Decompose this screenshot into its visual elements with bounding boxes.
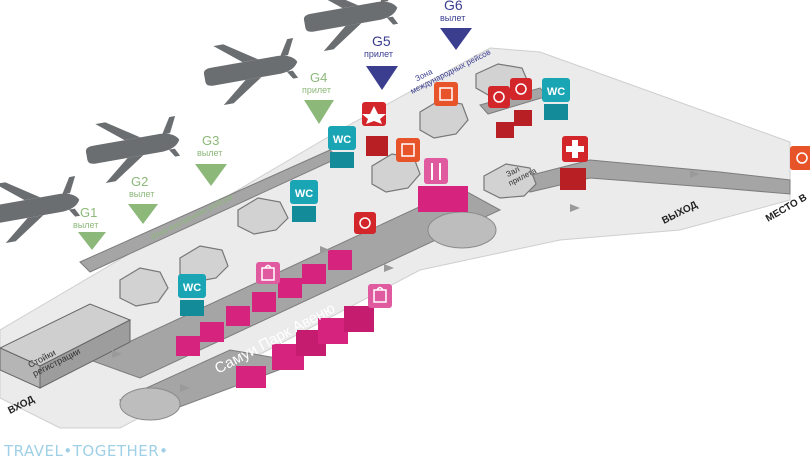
roundabout bbox=[119, 387, 181, 421]
gate-g5: G5 прилет bbox=[364, 33, 398, 90]
arrow-down-icon bbox=[440, 28, 472, 50]
security-icon bbox=[510, 78, 532, 126]
gate-code: G4 bbox=[310, 70, 327, 85]
arrow-right-icon bbox=[112, 350, 122, 358]
arrow-right-icon bbox=[320, 246, 330, 254]
wc-icon: WC bbox=[178, 274, 206, 316]
arrow-down-icon bbox=[128, 204, 158, 224]
airplane-icon bbox=[0, 170, 85, 246]
gate-labels-international: G5 прилет G6 вылет bbox=[364, 0, 472, 90]
svg-text:WC: WC bbox=[547, 86, 565, 98]
gate-lounge bbox=[371, 153, 421, 193]
gate-type: вылет bbox=[197, 148, 222, 158]
gate-code: G6 bbox=[444, 0, 463, 13]
service-icon bbox=[790, 146, 810, 170]
gate-g2: G2 вылет bbox=[128, 174, 158, 224]
gate-g3: G3 вылет bbox=[195, 133, 227, 186]
gate-code: G2 bbox=[131, 174, 148, 189]
shops bbox=[176, 186, 468, 388]
service-icons bbox=[354, 78, 810, 234]
gate-labels-domestic: G1 вылет G2 вылет G3 вылет G4 прилет bbox=[73, 70, 334, 250]
shopping-bag-icon bbox=[368, 284, 392, 308]
gate-type: вылет bbox=[440, 13, 465, 23]
gate-type: прилет bbox=[364, 49, 393, 59]
arrow-right-icon bbox=[690, 170, 700, 178]
info-icon bbox=[362, 102, 388, 156]
luggage-icon bbox=[396, 138, 420, 162]
wc-icon: WC bbox=[290, 180, 318, 222]
wc-icon: WC bbox=[542, 78, 570, 120]
gate-lounge bbox=[119, 267, 169, 307]
shopping-bag-icon bbox=[256, 262, 280, 284]
roundabout bbox=[427, 211, 497, 249]
gate-g6: G6 вылет bbox=[440, 0, 472, 50]
gate-type: вылет bbox=[129, 189, 154, 199]
gate-code: G1 bbox=[80, 205, 97, 220]
arrow-right-icon bbox=[384, 264, 394, 272]
security-icon bbox=[354, 212, 376, 234]
airplane-icon bbox=[199, 32, 303, 108]
arrow-down-icon bbox=[304, 100, 334, 124]
security-icon bbox=[488, 86, 514, 138]
gate-g1: G1 вылет bbox=[73, 205, 106, 250]
svg-text:WC: WC bbox=[183, 282, 201, 294]
gate-lounges bbox=[119, 63, 537, 307]
food-icon bbox=[424, 158, 448, 184]
direction-arrows bbox=[112, 170, 700, 392]
svg-text:WC: WC bbox=[333, 134, 351, 146]
arrow-right-icon bbox=[180, 384, 190, 392]
gate-code: G5 bbox=[372, 33, 391, 49]
arrow-right-icon bbox=[570, 204, 580, 212]
svg-text:WC: WC bbox=[295, 188, 313, 200]
shop-block bbox=[176, 186, 468, 388]
arrow-down-icon bbox=[195, 164, 227, 186]
gate-type: прилет bbox=[302, 85, 331, 95]
gate-type: вылет bbox=[73, 220, 98, 230]
wc-icon: WC bbox=[328, 126, 356, 168]
gate-lounge bbox=[483, 163, 537, 199]
medical-cross-icon bbox=[560, 136, 588, 190]
arrow-down-icon bbox=[366, 66, 398, 90]
arrow-down-icon bbox=[78, 232, 106, 250]
shop-bag-icons bbox=[256, 158, 448, 308]
wc-icons: WC WC WC WC bbox=[178, 78, 570, 316]
gate-g4: G4 прилет bbox=[302, 70, 334, 124]
gate-lounge bbox=[237, 197, 289, 235]
gate-code: G3 bbox=[202, 133, 219, 148]
luggage-icon bbox=[434, 82, 458, 106]
watermark: TRAVEL•TOGETHER• bbox=[4, 442, 169, 460]
